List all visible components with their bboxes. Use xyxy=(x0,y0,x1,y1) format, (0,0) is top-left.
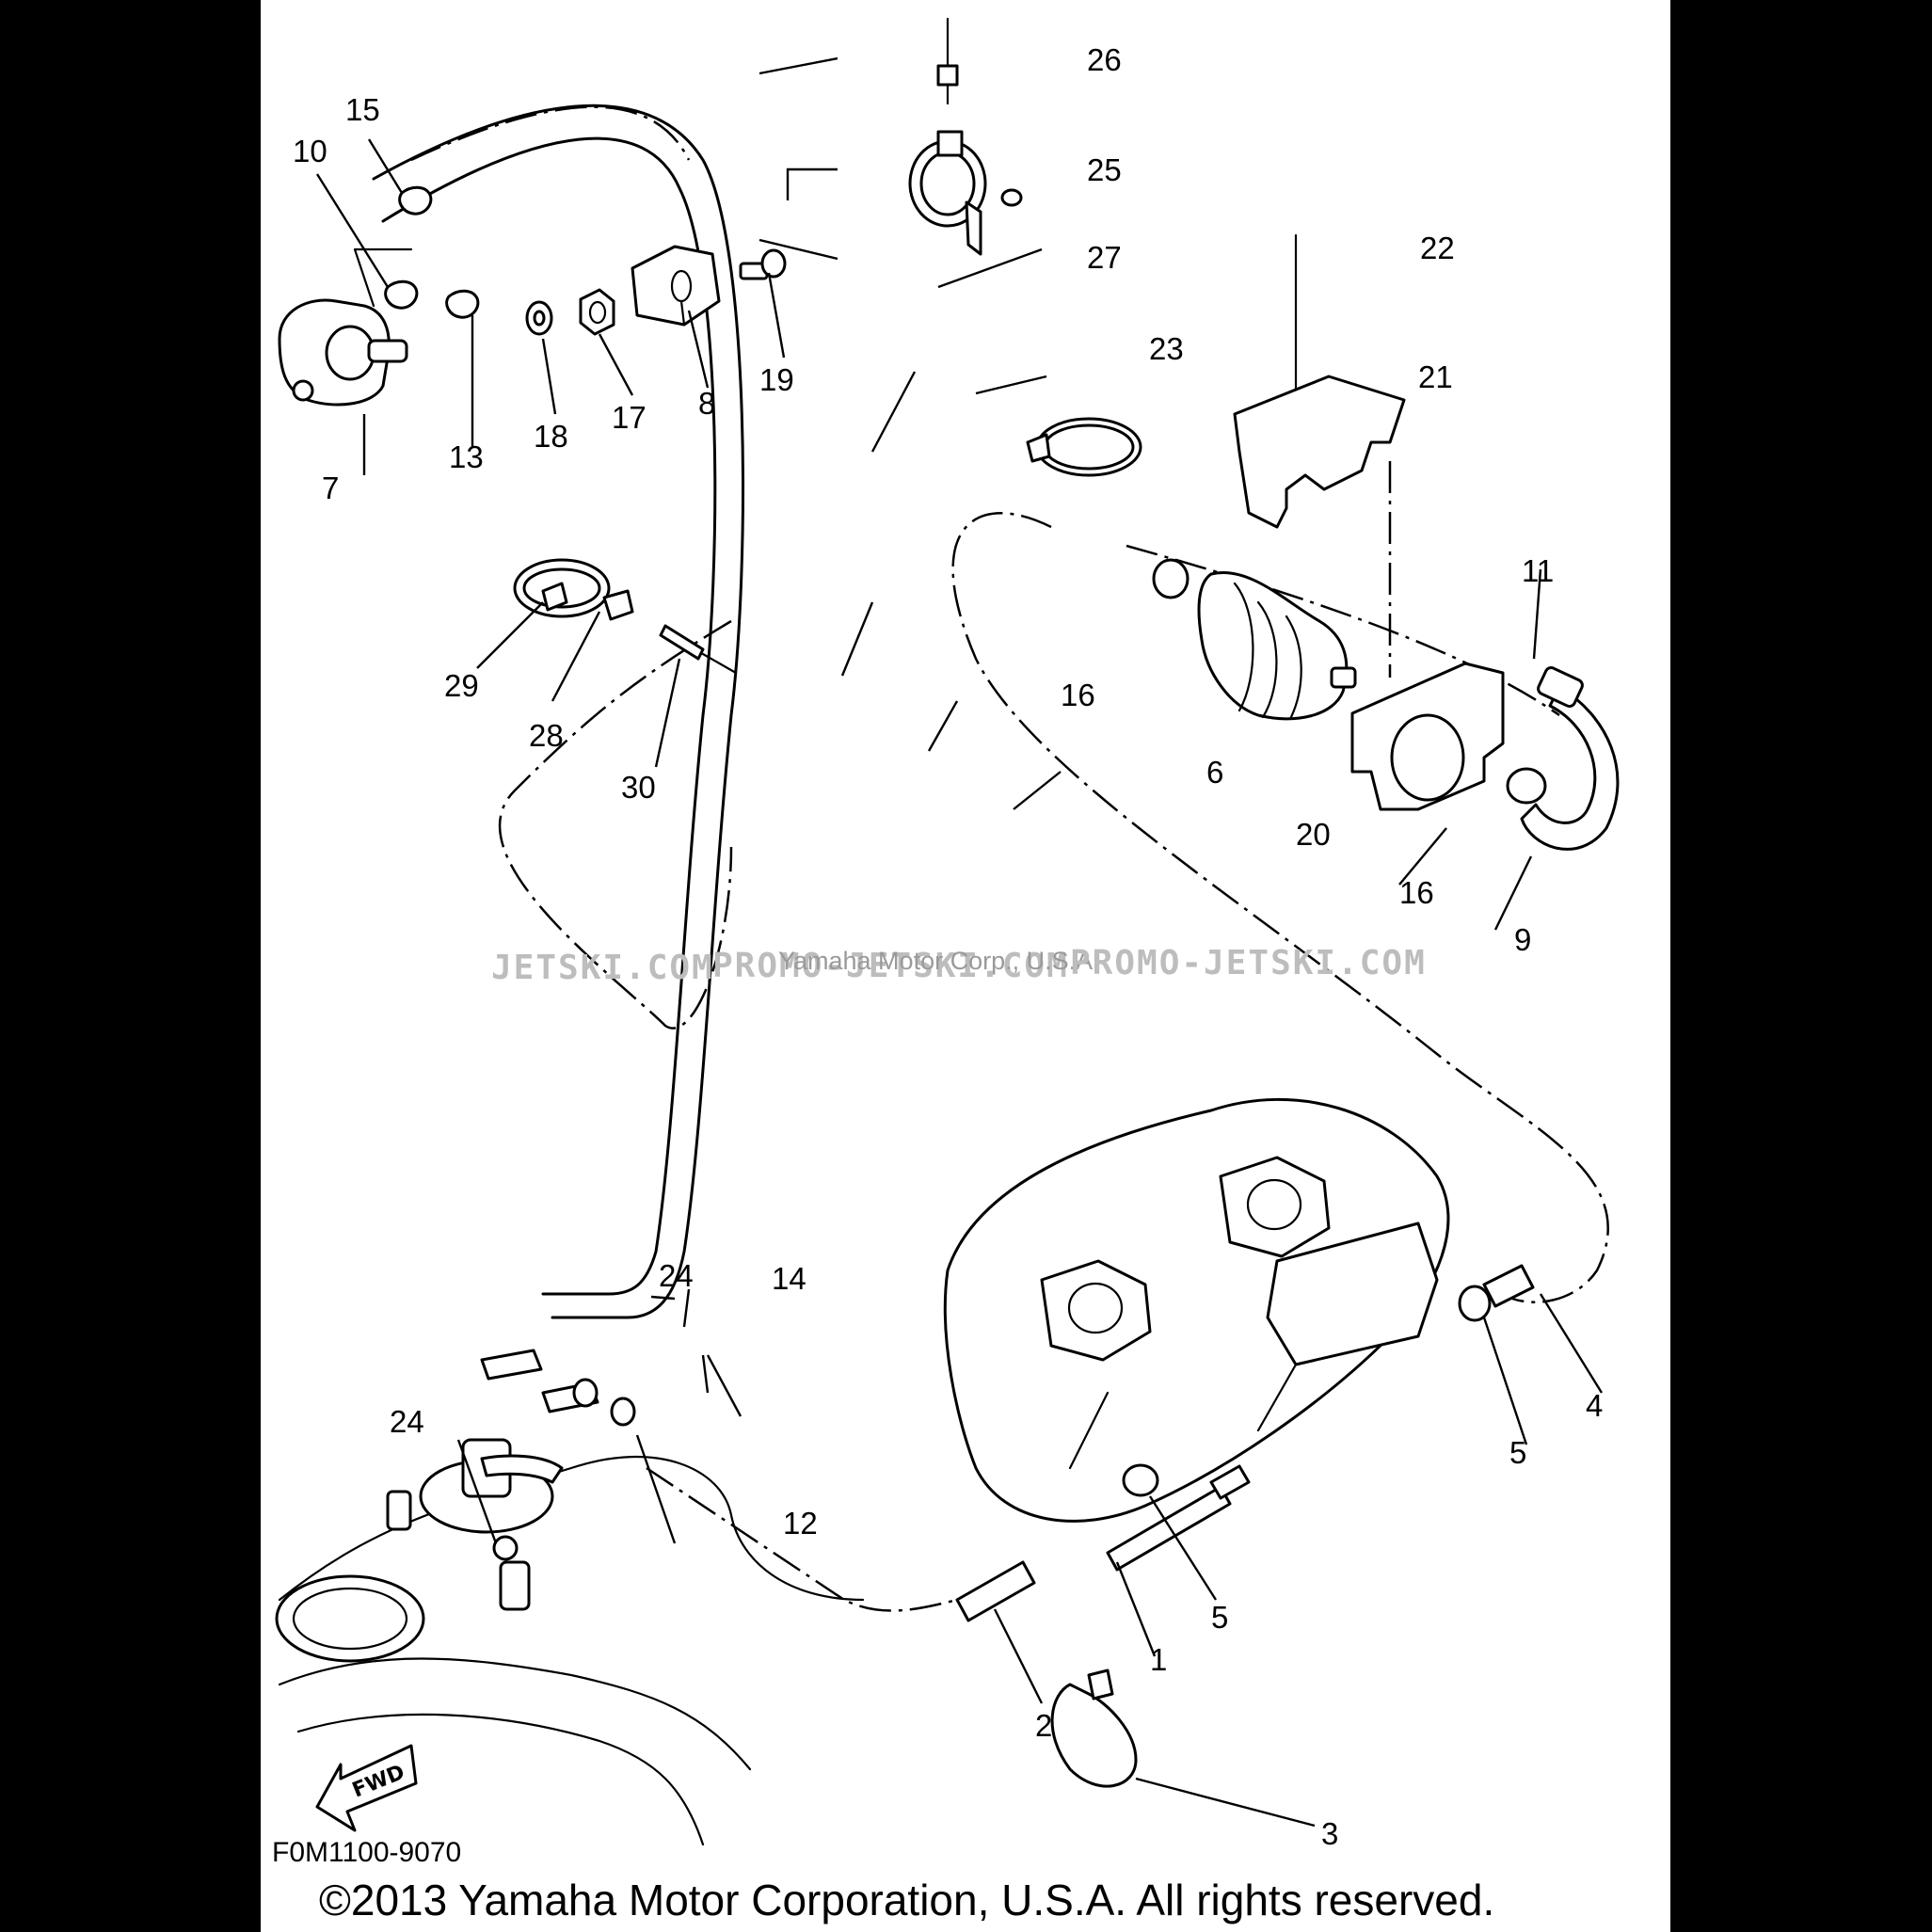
callout-12: 12 xyxy=(783,1506,818,1541)
fwd-arrow: FWD xyxy=(315,1744,418,1832)
callout-27: 27 xyxy=(1087,240,1122,275)
watermark-overlay: Yamaha Motor Corp., U.S.A. xyxy=(778,947,1100,975)
part-filter-6 xyxy=(1197,571,1357,721)
callout-2: 2 xyxy=(1035,1708,1052,1743)
callout-17: 17 xyxy=(612,400,647,435)
parts-diagram-sheet: FWD xyxy=(261,0,1670,1932)
callout-21: 21 xyxy=(1418,359,1453,394)
callout-4: 4 xyxy=(1586,1388,1603,1423)
part-clips-10-13-15 xyxy=(353,185,480,319)
part-clamp-25-26-27 xyxy=(908,17,1023,256)
callout-7: 7 xyxy=(322,471,339,505)
part-holder-20 xyxy=(1350,662,1505,811)
hose-routing xyxy=(372,104,1609,1612)
part-band-23 xyxy=(1026,417,1142,477)
watermark: JETSKI.COM PROMO-JETSKI.COM Yamaha Motor… xyxy=(491,944,1427,987)
callout-10: 10 xyxy=(293,134,327,168)
callout-6: 6 xyxy=(1206,755,1223,790)
callout-16b: 16 xyxy=(1399,875,1434,910)
callout-1: 1 xyxy=(1150,1642,1167,1677)
callout-5a: 5 xyxy=(1509,1435,1526,1470)
part-hose-9-clips-16-11 xyxy=(1152,558,1620,851)
callout-20: 20 xyxy=(1296,817,1331,852)
callout-18: 18 xyxy=(534,419,568,454)
part-carburetor-assembly xyxy=(943,1098,1450,1523)
callout-26: 26 xyxy=(1087,42,1122,77)
watermark-left: JETSKI.COM xyxy=(491,949,714,987)
callout-28: 28 xyxy=(529,718,564,753)
part-fittings-24 xyxy=(480,1349,636,1561)
drawing-code: F0M1100-9070 xyxy=(272,1837,461,1868)
leader-lines xyxy=(315,56,1604,1828)
part-hoses-1-2-4-clips-5 xyxy=(955,1264,1535,1622)
callout-24a: 24 xyxy=(659,1258,694,1293)
callout-24b: 24 xyxy=(390,1404,424,1439)
part-fuel-pump-7 xyxy=(278,298,408,407)
fuel-system-diagram: FWD xyxy=(272,17,1620,1924)
callout-3: 3 xyxy=(1321,1816,1338,1851)
callout-9: 9 xyxy=(1514,922,1531,957)
callout-14: 14 xyxy=(772,1261,806,1296)
part-cap-8-bolt-19 xyxy=(631,245,787,327)
callout-5b: 5 xyxy=(1211,1600,1228,1635)
part-bracket-21-rivet-22 xyxy=(1233,233,1406,529)
callout-labels: 1 2 3 4 5 5 6 7 8 9 10 11 12 13 14 15 16… xyxy=(293,42,1603,1851)
callout-16a: 16 xyxy=(1061,678,1095,712)
copyright-notice: ©2013 Yamaha Motor Corporation, U.S.A. A… xyxy=(319,1876,1494,1924)
callout-8: 8 xyxy=(698,386,715,421)
watermark-right: PROMO-JETSKI.COM xyxy=(1070,944,1427,982)
callout-23: 23 xyxy=(1149,331,1184,366)
callout-22: 22 xyxy=(1420,231,1455,265)
part-clamp-3 xyxy=(1050,1669,1138,1788)
part-washer-18-nut-17 xyxy=(525,288,615,336)
callout-30: 30 xyxy=(621,770,656,805)
callout-29: 29 xyxy=(444,668,479,703)
callout-19: 19 xyxy=(759,362,794,397)
callout-13: 13 xyxy=(449,439,484,474)
callout-25: 25 xyxy=(1087,152,1122,187)
callout-15: 15 xyxy=(345,92,380,127)
callout-11: 11 xyxy=(1522,553,1554,588)
part-clamp-28-29-30 xyxy=(513,558,738,675)
watermark-center: PROMO-JETSKI.COM xyxy=(712,947,1069,985)
